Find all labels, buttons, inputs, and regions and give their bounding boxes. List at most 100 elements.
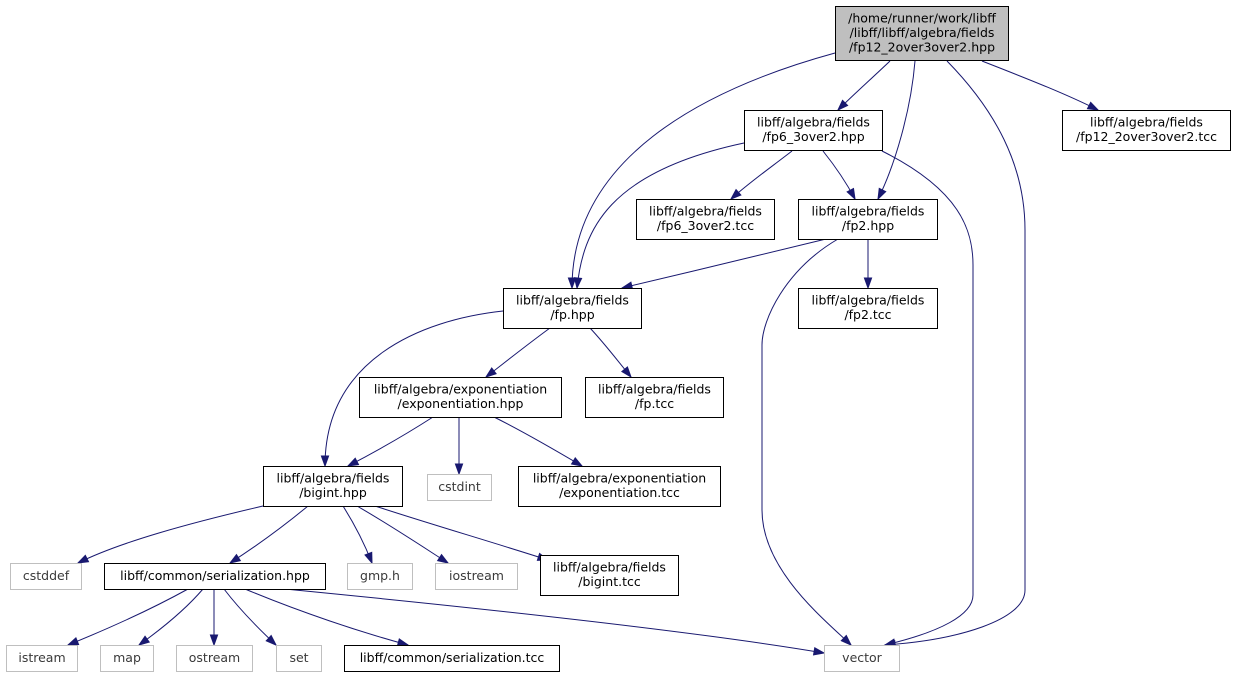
edge-serhpp-to-vector	[284, 588, 826, 656]
node-label-line: /exponentiation.tcc	[559, 485, 680, 500]
node-label-line: libff/algebra/exponentiation	[374, 382, 547, 397]
node-fp12tcc[interactable]: libff/algebra/fields/fp12_2over3over2.tc…	[1062, 110, 1231, 151]
node-box	[503, 288, 642, 329]
edge-line	[493, 416, 583, 467]
node-label-line: vector	[842, 650, 883, 665]
edge-line	[485, 327, 551, 378]
node-exptcc[interactable]: libff/algebra/exponentiation/exponentiat…	[518, 466, 721, 507]
node-box	[10, 563, 82, 590]
edge-line	[324, 310, 504, 467]
edge-fp2hpp-to-fp2tcc	[863, 239, 873, 290]
edge-arrowhead	[364, 551, 373, 565]
edge-line	[877, 60, 916, 200]
edge-fp2hpp-to-vector	[761, 238, 853, 647]
edge-arrowhead	[620, 366, 632, 379]
node-fptcc[interactable]: libff/algebra/fields/fp.tcc	[585, 377, 724, 418]
edge-line	[761, 238, 852, 646]
node-box	[636, 199, 775, 240]
edge-fp12-to-fp12tcc	[981, 60, 1100, 111]
node-fp6tcc[interactable]: libff/algebra/fields/fp6_3over2.tcc	[636, 199, 775, 240]
edge-fphpp-to-fptcc	[589, 327, 632, 379]
node-box	[835, 6, 1009, 61]
edge-line	[229, 505, 309, 564]
edge-line	[571, 52, 836, 289]
edge-line	[621, 238, 827, 289]
edge-biginthpp-to-serhpp	[228, 505, 309, 564]
edge-line	[356, 505, 449, 564]
node-istream: istream	[6, 645, 78, 672]
node-sertcc[interactable]: libff/common/serialization.tcc	[344, 645, 560, 672]
edge-arrowhead	[840, 634, 853, 647]
edge-arrowhead	[436, 553, 450, 564]
edge-exphpp-to-biginthpp	[346, 416, 434, 467]
edge-exphpp-to-cstdint	[454, 417, 464, 476]
edge-fp6hpp-to-fp2hpp	[822, 150, 856, 201]
node-box	[276, 645, 322, 672]
node-label-line: /fp.tcc	[635, 396, 674, 411]
node-box	[435, 563, 518, 590]
edge-biginthpp-to-iostream	[356, 505, 450, 564]
node-label-line: /fp.hpp	[550, 307, 594, 322]
edge-fphpp-to-biginthpp	[320, 310, 504, 468]
node-biginthpp[interactable]: libff/algebra/fields/bigint.hpp	[263, 466, 403, 507]
edge-line	[77, 505, 264, 564]
edge-line	[576, 142, 745, 289]
node-label-line: gmp.h	[360, 568, 400, 583]
edge-fp12-to-vector	[883, 60, 1026, 649]
node-cstdint: cstdint	[427, 474, 492, 501]
edge-line	[138, 588, 204, 646]
edge-line	[881, 150, 974, 646]
node-label-line: libff/algebra/fields	[649, 204, 762, 219]
edge-line	[884, 60, 1026, 646]
node-label-line: istream	[18, 650, 65, 665]
node-fp2hpp[interactable]: libff/algebra/fields/fp2.hpp	[798, 199, 938, 240]
edge-arrowhead	[484, 367, 497, 378]
node-label-line: /fp6_3over2.tcc	[657, 218, 754, 233]
node-fp2tcc[interactable]: libff/algebra/fields/fp2.tcc	[798, 288, 938, 329]
edge-arrowhead	[396, 638, 410, 647]
edge-line	[244, 588, 409, 646]
edge-arrowhead	[877, 187, 887, 201]
node-fphpp[interactable]: libff/algebra/fields/fp.hpp	[503, 288, 642, 329]
node-label-line: /fp2.hpp	[842, 218, 894, 233]
node-map: map	[100, 645, 154, 672]
node-box	[744, 110, 883, 151]
node-label-line: libff/algebra/fields	[812, 293, 925, 308]
edge-arrowhead	[137, 635, 151, 646]
edge-arrowhead	[846, 187, 856, 201]
edge-arrowhead	[567, 277, 577, 290]
edge-fp12-to-fphpp	[567, 52, 836, 290]
edge-line	[981, 60, 1099, 111]
node-fp6hpp[interactable]: libff/algebra/fields/fp6_3over2.hpp	[744, 110, 883, 151]
node-box	[585, 377, 724, 418]
node-label-line: libff/common/serialization.tcc	[360, 650, 545, 665]
node-box	[176, 645, 253, 672]
edge-arrowhead	[836, 99, 849, 112]
edge-line	[223, 588, 277, 646]
edge-arrowhead	[320, 455, 330, 468]
edge-arrowhead	[729, 188, 742, 200]
edge-arrowhead	[570, 456, 584, 467]
edge-arrowhead	[346, 457, 360, 467]
node-iostream: iostream	[435, 563, 518, 590]
node-label-line: libff/common/serialization.hpp	[120, 568, 310, 583]
node-box	[1062, 110, 1231, 151]
node-fp12[interactable]: /home/runner/work/libff/libff/libff/alge…	[835, 6, 1009, 61]
edge-arrowhead	[1086, 101, 1100, 111]
node-ostream: ostream	[176, 645, 253, 672]
edge-line	[730, 150, 793, 200]
node-serhpp[interactable]: libff/common/serialization.hpp	[104, 563, 326, 590]
edge-fphpp-to-exphpp	[484, 327, 551, 378]
node-label-line: /bigint.hpp	[299, 485, 367, 500]
node-box	[347, 563, 413, 590]
node-exphpp[interactable]: libff/algebra/exponentiation/exponentiat…	[359, 377, 562, 418]
edge-biginthpp-to-cstddef	[76, 505, 264, 564]
node-box	[798, 288, 938, 329]
node-label-line: libff/algebra/fields	[516, 293, 629, 308]
edge-arrowhead	[863, 277, 873, 290]
node-label-line: map	[113, 650, 141, 665]
edge-serhpp-to-ostream	[209, 589, 219, 647]
edge-arrowhead	[573, 277, 583, 290]
node-biginttcc[interactable]: libff/algebra/fields/bigint.tcc	[540, 555, 679, 596]
node-label-line: set	[289, 650, 308, 665]
